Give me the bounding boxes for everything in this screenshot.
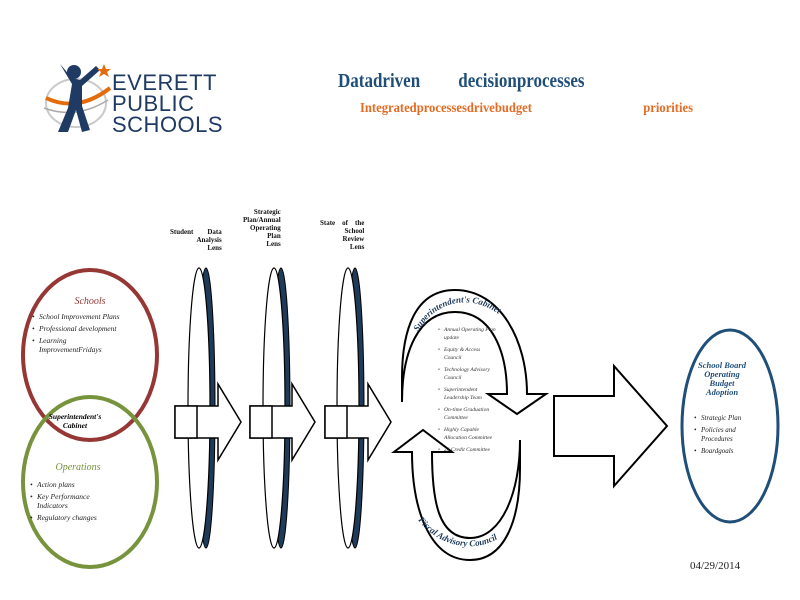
- list-item: Regulatory changes: [30, 513, 122, 522]
- list-item: Action plans: [30, 480, 122, 489]
- list-item: Strategic Plan: [694, 414, 752, 423]
- page-title: Datadriven decisionprocesses: [338, 70, 585, 93]
- board-ellipse: [680, 328, 780, 524]
- subtitle-part-2: priorities: [643, 101, 693, 116]
- list-item: Technology Advisory Council: [438, 366, 496, 382]
- title-part-2: decisionprocesses: [458, 70, 585, 92]
- list-item: Boardgoals: [694, 447, 752, 456]
- logo-line-3: SCHOOLS: [112, 112, 224, 137]
- subtitle-part-1: Integratedprocessesdrivebudget: [360, 101, 532, 116]
- overlap-label: Superintendent's Cabinet: [48, 412, 102, 430]
- lens-label-2: Strategic Plan/Annual Operating Plan Len…: [243, 208, 281, 248]
- operations-list: Action plans Key Performance Indicators …: [30, 480, 122, 525]
- list-item: 24 Credit Committee: [438, 446, 496, 454]
- schools-list: School Improvement Plans Professional de…: [32, 312, 120, 357]
- title-part-1: Datadriven: [338, 70, 421, 92]
- schools-circle: [21, 268, 159, 442]
- logo-text: EVERETT PUBLIC SCHOOLS: [112, 70, 252, 137]
- list-item: School Improvement Plans: [32, 312, 120, 321]
- list-item: Policies and Procedures: [694, 426, 752, 444]
- lens-label-1: Student Data Analysis Lens: [170, 228, 222, 252]
- list-item: Annual Operating Plan update: [438, 326, 496, 342]
- footer-date: 04/29/2014: [690, 560, 741, 572]
- list-item: On-time Graduation Committee: [438, 406, 496, 422]
- cycle-bottom-arc: [391, 428, 521, 562]
- logo-line-1: EVERETT: [112, 70, 217, 95]
- list-item: Key Performance Indicators: [30, 492, 122, 510]
- board-title: School Board Operating Budget Adoption: [698, 360, 746, 397]
- board-list: Strategic Plan Policies and Procedures B…: [694, 414, 752, 459]
- list-item: Equity & Access Council: [438, 346, 496, 362]
- list-item: Highly Capable Allocation Committee: [438, 426, 496, 442]
- big-arrow: [553, 363, 669, 489]
- list-item: Professional development: [32, 324, 120, 333]
- operations-circle: [21, 395, 159, 569]
- list-item: Superintendent Leadership Team: [438, 386, 496, 402]
- lens-label-3: State of the School Review Lens: [320, 219, 365, 251]
- page-subtitle: Integratedprocessesdrivebudget prioritie…: [360, 101, 693, 117]
- logo-figure-icon: [43, 64, 112, 132]
- logo-line-2: PUBLIC: [112, 91, 195, 116]
- list-item: Learning ImprovementFridays: [32, 336, 120, 354]
- schools-title: Schools: [74, 296, 106, 307]
- cycle-list: Annual Operating Plan update Equity & Ac…: [438, 326, 496, 458]
- cycle-top-arc: [401, 288, 550, 416]
- operations-title: Operations: [55, 462, 101, 473]
